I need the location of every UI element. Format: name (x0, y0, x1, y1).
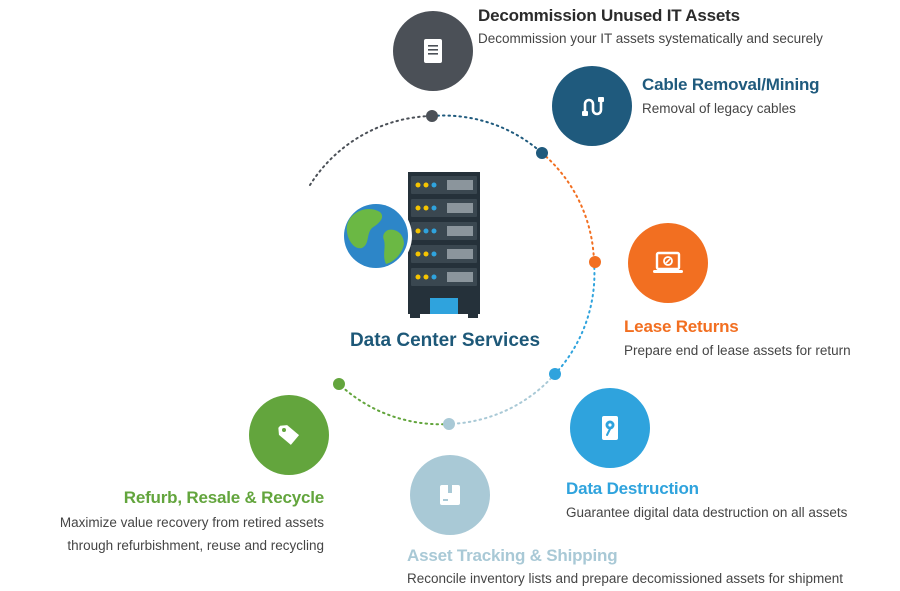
laptop-icon (653, 251, 683, 273)
ring-arc-refurb (338, 383, 450, 426)
desc-tracking: Reconcile inventory lists and prepare de… (407, 571, 843, 586)
title-lease: Lease Returns (624, 317, 739, 336)
price-tag-icon (278, 425, 300, 445)
ring-dot-decommission (426, 110, 438, 122)
desc-refurb-line2: through refurbishment, reuse and recycli… (67, 538, 324, 553)
globe-icon (340, 200, 412, 272)
node-destruction[interactable] (570, 388, 650, 468)
title-refurb: Refurb, Resale & Recycle (123, 488, 324, 507)
cable-icon (582, 97, 604, 116)
ring-dot-cable (536, 147, 548, 159)
ring-arc-destruction (554, 261, 596, 375)
ring-arc-cable (431, 114, 543, 154)
ring-dot-refurb (333, 378, 345, 390)
ring-arc-decommission (309, 115, 433, 186)
desc-cable: Removal of legacy cables (642, 101, 796, 116)
title-cable: Cable Removal/Mining (642, 75, 820, 94)
ring-dot-destruction (549, 368, 561, 380)
node-cable[interactable] (552, 66, 632, 146)
desc-refurb-line1: Maximize value recovery from retired ass… (59, 515, 324, 530)
title-tracking: Asset Tracking & Shipping (407, 546, 618, 565)
node-lease[interactable] (628, 223, 708, 303)
box-icon (440, 485, 460, 505)
desc-lease: Prepare end of lease assets for return (624, 343, 851, 358)
hard-drive-icon (602, 416, 618, 440)
document-icon (424, 39, 442, 63)
center-title: Data Center Services (349, 330, 541, 351)
node-decommission[interactable] (393, 11, 473, 91)
title-decommission: Decommission Unused IT Assets (478, 6, 740, 25)
title-destruction: Data Destruction (566, 479, 699, 498)
node-refurb[interactable] (249, 395, 329, 475)
ring-arc-tracking (448, 373, 556, 425)
ring-dot-lease (589, 256, 601, 268)
node-tracking[interactable] (410, 455, 490, 535)
desc-destruction: Guarantee digital data destruction on al… (566, 505, 848, 520)
ring-arc-lease (541, 152, 595, 263)
ring-dot-tracking (443, 418, 455, 430)
desc-decommission: Decommission your IT assets systematical… (478, 31, 823, 46)
server-rack-icon (408, 172, 480, 318)
